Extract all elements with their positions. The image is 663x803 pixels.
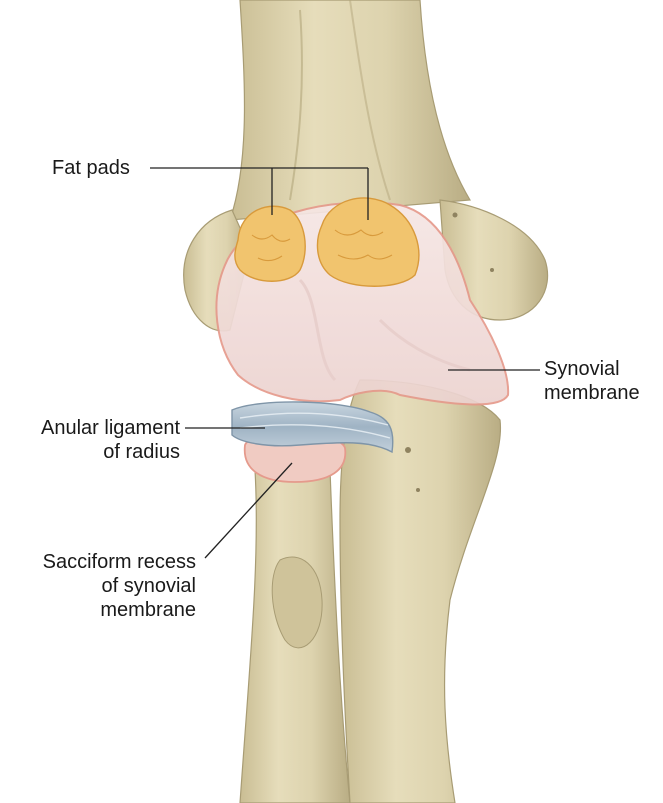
sacciform-line-2: of synovial [101, 575, 197, 597]
radius-tuberosity [271, 556, 323, 649]
humerus-foramen [452, 212, 458, 218]
leader-sacciform [204, 462, 293, 559]
ulna-foramen [405, 447, 411, 453]
sacciform-line-3: membrane [100, 599, 196, 621]
synovial-fold [298, 278, 337, 382]
label-synovial-membrane: Synovial membrane [544, 357, 640, 405]
ulna-foramen-2 [416, 488, 420, 492]
label-anular-ligament: Anular ligament of radius [8, 416, 180, 464]
synovial-line-2: membrane [544, 382, 640, 404]
anular-line-2: of radius [103, 441, 180, 463]
fat-pads-text: Fat pads [52, 157, 130, 179]
leader-lines [150, 167, 540, 559]
humerus-shaft [229, 0, 472, 221]
ulna-shaft [339, 379, 502, 803]
synovial-fold-2 [378, 318, 471, 372]
anular-ligament-fibers [239, 412, 391, 439]
fat-pad-left [234, 205, 306, 282]
humerus-ridge [289, 9, 303, 201]
humerus-foramen-2 [490, 268, 494, 272]
leader-fat-pads [150, 167, 369, 220]
label-sacciform-recess: Sacciform recess of synovial membrane [8, 550, 196, 622]
anular-line-1: Anular ligament [41, 417, 180, 439]
sacciform-line-1: Sacciform recess [42, 551, 196, 573]
humerus-ridge-2 [349, 0, 391, 201]
synovial-line-1: Synovial [544, 358, 620, 380]
fat-pad-texture [251, 229, 393, 262]
label-fat-pads: Fat pads [52, 156, 130, 180]
fat-pad-right [316, 197, 420, 287]
